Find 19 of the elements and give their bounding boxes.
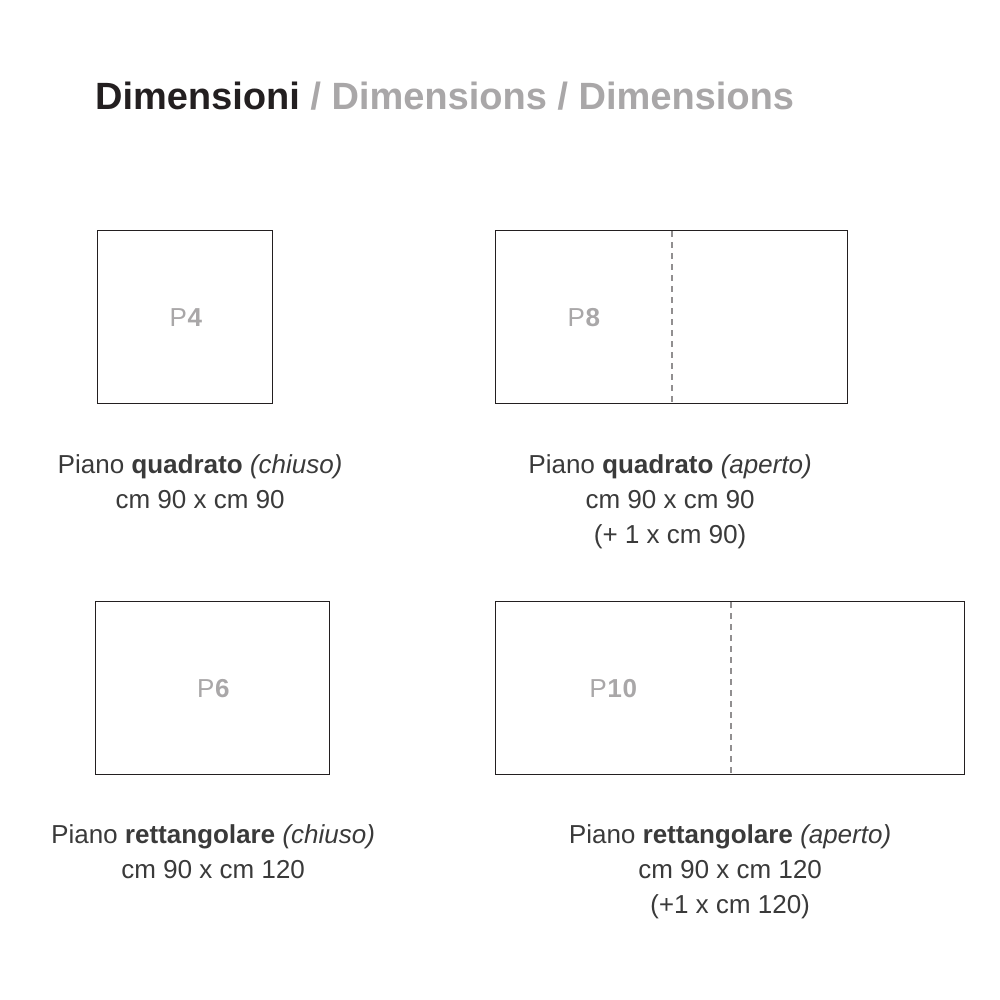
table-top-outline bbox=[495, 230, 848, 404]
dimension-caption: (+ 1 x cm 90) bbox=[594, 518, 746, 551]
table-top-outline bbox=[95, 601, 330, 775]
dimension-caption: cm 90 x cm 120 bbox=[638, 853, 822, 886]
dimension-caption: cm 90 x cm 90 bbox=[115, 483, 285, 516]
model-code: P8 bbox=[567, 300, 601, 334]
dimension-caption: Piano rettangolare (aperto) bbox=[568, 818, 892, 851]
model-code: P4 bbox=[169, 300, 203, 334]
title: Dimensioni / Dimensions / Dimensions bbox=[95, 75, 794, 120]
dimension-caption: Piano quadrato (chiuso) bbox=[58, 448, 342, 481]
dimension-caption: (+1 x cm 120) bbox=[650, 888, 810, 921]
dimension-caption: cm 90 x cm 90 bbox=[585, 483, 755, 516]
model-code: P10 bbox=[589, 672, 638, 704]
table-top-outline bbox=[97, 230, 273, 404]
table-top-outline bbox=[495, 601, 965, 775]
model-code: P6 bbox=[196, 672, 230, 704]
dimension-caption: Piano rettangolare (chiuso) bbox=[51, 818, 375, 851]
dimension-caption: Piano quadrato (aperto) bbox=[528, 448, 812, 481]
dimension-caption: cm 90 x cm 120 bbox=[121, 853, 305, 886]
